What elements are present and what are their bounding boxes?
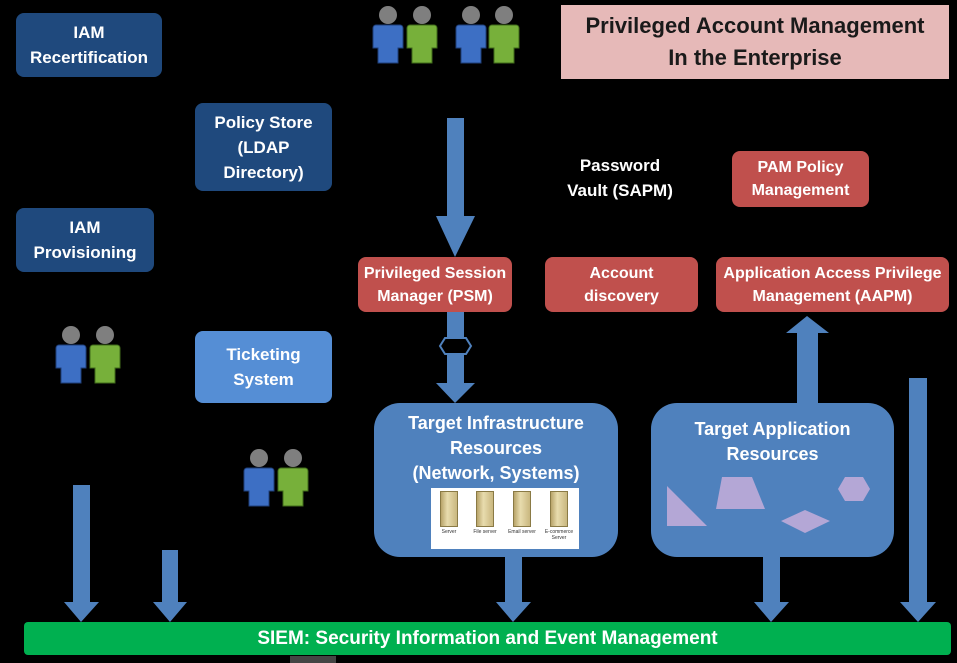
pam-policy-management-box: PAM Policy Management <box>732 151 869 207</box>
ecommerce-server-icon: E-commerce Server <box>544 491 574 541</box>
server-icon: Server <box>434 491 464 535</box>
user-green-icon <box>277 448 309 507</box>
psm-box: Privileged Session Manager (PSM) <box>358 257 512 312</box>
account-discovery-box: Account discovery <box>545 257 698 312</box>
user-green-icon <box>89 325 121 384</box>
email-server-icon: Email server <box>507 491 537 535</box>
user-green-icon <box>488 5 520 64</box>
server-label: E-commerce Server <box>544 529 574 541</box>
server-label: Email server <box>508 529 536 535</box>
arrow-left1-to-siem <box>64 485 99 622</box>
arrow-psm-to-target <box>436 312 475 403</box>
policy-store-box: Policy Store (LDAP Directory) <box>195 103 332 191</box>
arrow-app-to-siem <box>754 557 789 622</box>
user-blue-icon <box>243 448 275 507</box>
ticketing-system-box: Ticketing System <box>195 331 332 403</box>
user-blue-icon <box>55 325 87 384</box>
session-hexagon-icon <box>438 337 473 355</box>
password-vault-label: Password Vault (SAPM) <box>567 156 673 200</box>
server-label: File server <box>473 529 497 535</box>
arrow-to-psm <box>436 118 475 257</box>
arrow-right-to-siem <box>900 378 936 622</box>
servers-image: Server File server Email server E-commer… <box>431 488 579 549</box>
file-server-icon: File server <box>470 491 500 535</box>
user-blue-icon <box>455 5 487 64</box>
iam-recertification-box: IAM Recertification <box>16 13 162 77</box>
page-title: Privileged Account Management In the Ent… <box>561 5 949 79</box>
trapezoid-shape <box>716 477 765 509</box>
arrow-infra-to-siem <box>496 555 531 622</box>
bottom-tab <box>290 656 336 663</box>
server-label: Server <box>441 529 457 535</box>
user-green-icon <box>406 5 438 64</box>
triangle-shape <box>667 486 707 526</box>
arrow-left2-to-siem <box>153 550 187 622</box>
hexagon-shape <box>838 477 870 501</box>
arrow-to-aapm <box>786 316 829 405</box>
diamond-shape <box>781 510 830 533</box>
iam-provisioning-box: IAM Provisioning <box>16 208 154 272</box>
siem-bar: SIEM: Security Information and Event Man… <box>24 622 951 655</box>
user-blue-icon <box>372 5 404 64</box>
aapm-box: Application Access Privilege Management … <box>716 257 949 312</box>
